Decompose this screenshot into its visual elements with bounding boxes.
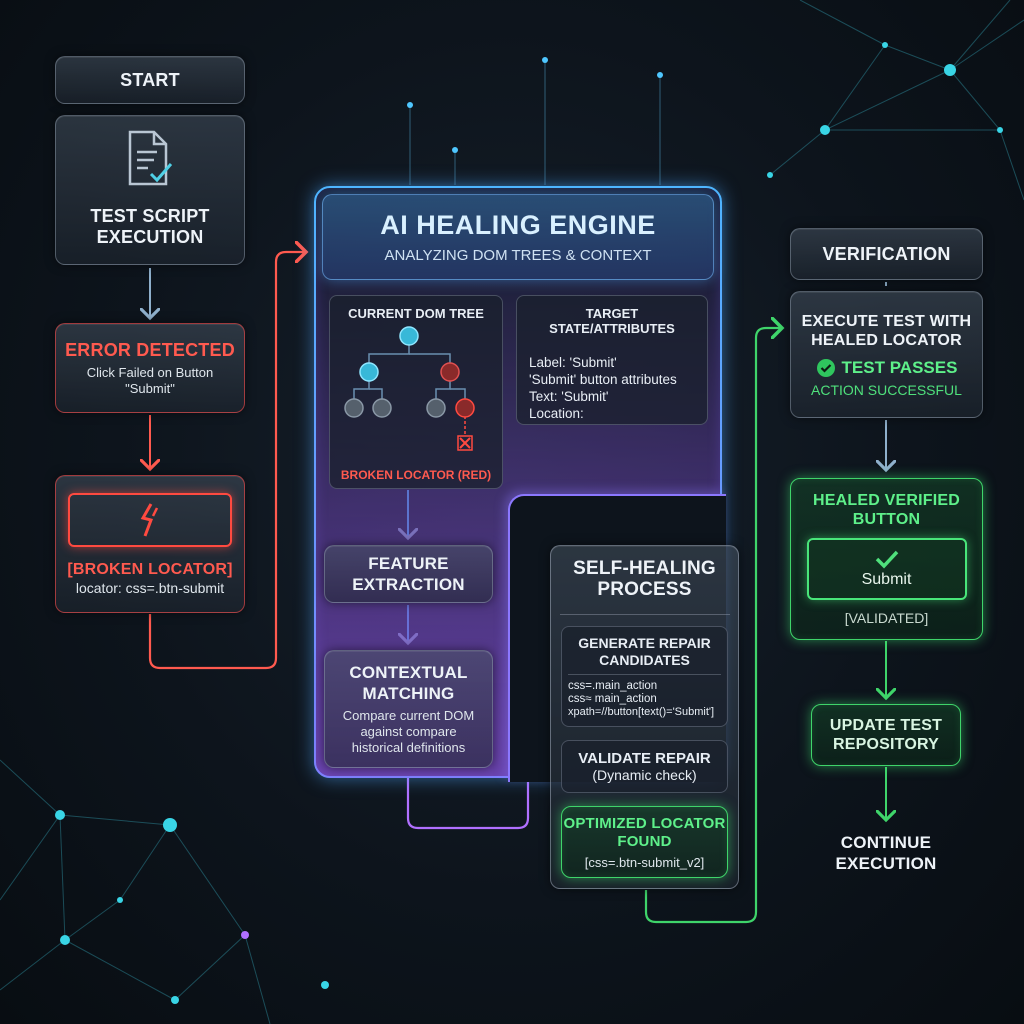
engine-header: AI HEALING ENGINE ANALYZING DOM TREES & … — [322, 194, 714, 280]
candidate-1: css=.main_action — [568, 680, 658, 692]
error-line2: "Submit" — [125, 380, 175, 396]
target-state-panel: TARGET STATE/ATTRIBUTES Label: 'Submit' … — [516, 295, 708, 425]
continue-execution-label: CONTINUE EXECUTION — [800, 832, 972, 874]
healed-button-label: Submit — [861, 571, 912, 588]
candidate-2: css≈ main_action — [568, 693, 657, 705]
optimized-locator-node: OPTIMIZED LOCATOR FOUND [css=.btn-submit… — [561, 806, 728, 878]
dom-tree-title: CURRENT DOM TREE — [348, 306, 484, 321]
target-line-1: Label: 'Submit' — [529, 355, 617, 370]
validate-repair-panel: VALIDATE REPAIR (Dynamic check) — [561, 740, 728, 793]
document-check-icon — [128, 130, 173, 186]
self-healing-line2: PROCESS — [597, 579, 692, 600]
test-passes-row: TEST PASSES — [816, 357, 958, 378]
validate-title: VALIDATE REPAIR — [578, 750, 711, 767]
test-script-line1: TEST SCRIPT — [90, 206, 210, 226]
candidate-3: xpath=//button[text()='Submit'] — [568, 706, 715, 718]
target-line-4: Location: — [529, 406, 584, 421]
healed-line1: HEALED VERIFIED — [812, 492, 960, 509]
checkmark-icon — [875, 550, 898, 569]
healed-button-node: HEALED VERIFIED BUTTON Submit [VALIDATED… — [790, 478, 983, 640]
feature-extraction-node: FEATURE EXTRACTION — [324, 545, 493, 603]
optimized-line2: FOUND — [617, 832, 672, 850]
engine-subtitle: ANALYZING DOM TREES & CONTEXT — [384, 247, 652, 264]
verification-node: VERIFICATION — [790, 228, 983, 280]
contextual-line1: CONTEXTUAL — [349, 663, 468, 682]
generate-line1: GENERATE REPAIR — [578, 635, 711, 651]
generate-candidates-panel: GENERATE REPAIR CANDIDATES css=.main_act… — [561, 626, 728, 727]
feature-line2: EXTRACTION — [352, 575, 465, 594]
target-line-3: Text: 'Submit' — [529, 389, 609, 404]
test-passes-label: TEST PASSES — [841, 357, 958, 377]
execute-line2: HEALED LOCATOR — [811, 331, 962, 349]
error-title: ERROR DETECTED — [65, 339, 235, 360]
continue-line2: EXECUTION — [835, 854, 937, 873]
arrow-optimized-to-verification — [644, 328, 782, 924]
contextual-matching-node: CONTEXTUAL MATCHING Compare current DOM … — [324, 650, 493, 768]
error-detected-node: ERROR DETECTED Click Failed on Button "S… — [55, 323, 245, 413]
dom-tree-panel: CURRENT DOM TREE BROKEN LOCATOR (RED) — [329, 295, 503, 489]
healed-line2: BUTTON — [852, 511, 921, 528]
action-successful-label: ACTION SUCCESSFUL — [811, 381, 962, 398]
optimized-line1: OPTIMIZED LOCATOR — [563, 814, 726, 832]
start-node: START — [55, 56, 245, 104]
arrow-broken-to-engine — [148, 252, 306, 670]
contextual-sub1: Compare current DOM — [342, 708, 475, 723]
dom-tree-caption: BROKEN LOCATOR (RED) — [340, 468, 492, 482]
verification-title: VERIFICATION — [822, 243, 951, 264]
error-line1: Click Failed on Button — [86, 364, 214, 380]
optimized-sub: [css=.btn-submit_v2] — [584, 854, 705, 870]
contextual-sub3: historical definitions — [351, 740, 466, 755]
execute-line1: EXECUTE TEST WITH — [801, 312, 972, 330]
update-line2: REPOSITORY — [832, 736, 940, 753]
update-repository-node: UPDATE TEST REPOSITORY — [811, 704, 961, 766]
validate-sub: (Dynamic check) — [592, 767, 697, 783]
generate-line2: CANDIDATES — [599, 652, 690, 668]
self-healing-divider — [560, 614, 730, 615]
target-title: TARGET STATE/ATTRIBUTES — [549, 306, 675, 336]
broken-button-illustration — [68, 492, 232, 547]
feature-line1: FEATURE — [368, 554, 449, 573]
test-script-node: TEST SCRIPT EXECUTION — [55, 115, 245, 265]
healed-submit-button[interactable]: Submit — [806, 538, 967, 600]
broken-sub: locator: css=.btn-submit — [75, 579, 225, 596]
validated-label: [VALIDATED] — [844, 610, 929, 626]
execute-test-node: EXECUTE TEST WITH HEALED LOCATOR TEST PA… — [790, 291, 983, 418]
self-healing-line1: SELF-HEALING — [573, 558, 716, 579]
update-line1: UPDATE TEST — [829, 717, 943, 734]
contextual-sub2: against compare — [360, 724, 457, 739]
target-line-2: 'Submit' button attributes — [529, 372, 677, 387]
contextual-line2: MATCHING — [362, 684, 455, 703]
test-script-line2: EXECUTION — [96, 227, 204, 247]
broken-title: [BROKEN LOCATOR] — [67, 560, 233, 578]
check-circle-icon — [816, 358, 835, 377]
engine-title: AI HEALING ENGINE — [380, 210, 656, 240]
dom-tree-diagram — [344, 326, 475, 451]
continue-line1: CONTINUE — [840, 833, 932, 852]
broken-locator-node: [BROKEN LOCATOR] locator: css=.btn-submi… — [55, 475, 245, 613]
start-label: START — [120, 69, 180, 90]
broken-link-icon — [140, 502, 159, 537]
generate-divider — [568, 674, 721, 675]
